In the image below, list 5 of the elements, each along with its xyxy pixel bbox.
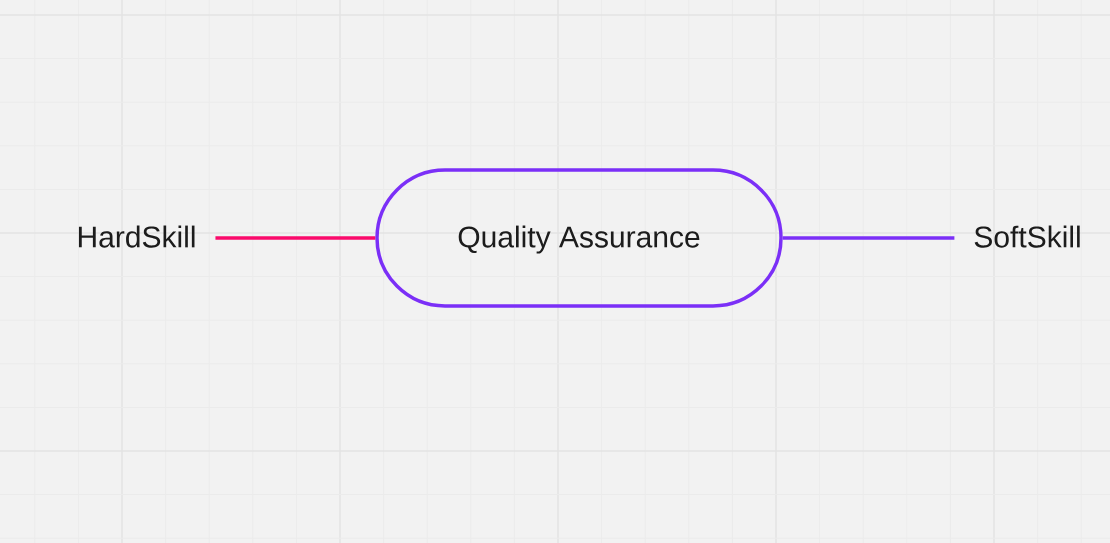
connector-line <box>782 236 955 240</box>
pill-node: Quality Assurance <box>375 168 783 308</box>
connector-line <box>215 236 376 240</box>
text-label: HardSkill <box>78 225 195 248</box>
text-label: SoftSkill <box>974 225 1080 248</box>
